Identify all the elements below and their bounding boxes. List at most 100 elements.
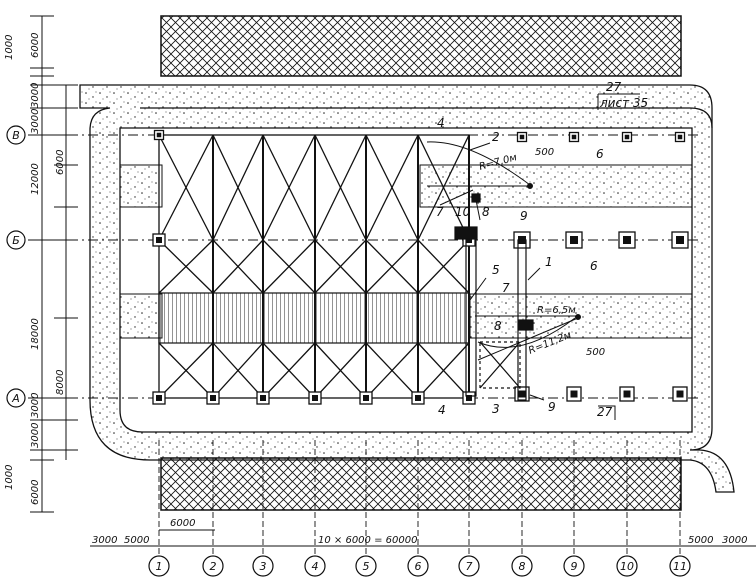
dim-left-3000-c: 3000 xyxy=(30,393,41,418)
callout-7a: 7 xyxy=(436,205,444,219)
dim-left-3000-d: 3000 xyxy=(30,423,41,448)
footing-a-6-core xyxy=(415,395,421,401)
dim-left-6000-mid: 6000 xyxy=(55,150,66,175)
dim-bottom-3000-left: 3000 xyxy=(92,535,117,546)
axis-label-col-4: 4 xyxy=(312,560,319,573)
callout-10: 10 xyxy=(455,205,471,219)
axis-bubble-row-Б xyxy=(6,230,26,250)
axis-label-col-2: 2 xyxy=(210,560,217,573)
dim-left-top-1000: 1000 xyxy=(4,35,15,60)
dim-left-3000-a: 3000 xyxy=(30,83,41,108)
callout-8a: 8 xyxy=(482,205,490,219)
road-inner-edge xyxy=(140,107,713,129)
footing-a-10-core xyxy=(623,390,631,398)
dim-left-18000: 18000 xyxy=(30,318,41,350)
axis-bubble-row-В xyxy=(6,125,26,145)
callout-9a: 9 xyxy=(520,209,528,223)
callout-6a: 6 xyxy=(596,147,604,161)
site-strip-left-top xyxy=(119,164,163,208)
footing-a-3-core xyxy=(260,395,266,401)
axis-grid: 1 2 3 4 5 6 7 8 9 10 11 В Б А xyxy=(6,125,700,577)
dimension-lines xyxy=(30,15,756,547)
axis-bubble-col-10 xyxy=(616,555,638,577)
axis-bubble-col-11 xyxy=(669,555,691,577)
callout-5: 5 xyxy=(492,263,500,277)
sheet-ref: лист 35 xyxy=(599,96,648,110)
dim-left-top-6000: 6000 xyxy=(30,33,41,58)
footing-v-10-core xyxy=(624,134,630,140)
footing-a-11-core xyxy=(676,390,684,398)
dim-bottom-5000-left: 5000 xyxy=(124,535,149,546)
dim-left-12000: 12000 xyxy=(30,163,41,195)
callout-2: 2 xyxy=(492,130,500,144)
dim-bottom-total: 10 × 6000 = 60000 xyxy=(318,535,417,546)
axis-bubble-col-6 xyxy=(407,555,429,577)
axis-label-row-А: А xyxy=(11,392,20,405)
erected-frame xyxy=(158,134,470,399)
footing-b-edge-1-core xyxy=(466,237,472,243)
footing-a-1-core xyxy=(156,395,162,401)
footing-v-1-core xyxy=(156,132,162,138)
axis-bubble-col-8 xyxy=(511,555,533,577)
mounting-crane xyxy=(454,193,534,401)
dim-500-mid: 500 xyxy=(586,347,605,358)
column-footings xyxy=(152,129,689,405)
callout-7b: 7 xyxy=(502,281,510,295)
axis-bubble-col-2 xyxy=(202,555,224,577)
axis-bubble-row-А xyxy=(6,388,26,408)
footing-a-5-core xyxy=(363,395,369,401)
axis-bubble-col-3 xyxy=(252,555,274,577)
callout-3: 3 xyxy=(492,402,500,416)
axis-label-col-6: 6 xyxy=(415,560,422,573)
axis-bubble-col-7 xyxy=(458,555,480,577)
radius-mid-1: R=6,5м xyxy=(537,305,576,316)
axis-label-col-7: 7 xyxy=(466,560,473,573)
footing-b-10-core xyxy=(623,236,631,244)
footing-a-7-core xyxy=(466,395,472,401)
footing-a-4-core xyxy=(312,395,318,401)
storage-area-bottom xyxy=(160,457,682,511)
dim-500-top: 500 xyxy=(535,147,554,158)
dim-left-bot-6000: 6000 xyxy=(30,480,41,505)
crane-track-top xyxy=(419,164,693,208)
axis-label-row-Б: Б xyxy=(12,234,20,247)
callout-1: 1 xyxy=(545,255,553,269)
callout-9b: 9 xyxy=(548,400,556,414)
axis-bubble-col-1 xyxy=(148,555,170,577)
dim-left-bot-1000: 1000 xyxy=(4,465,15,490)
axis-label-col-5: 5 xyxy=(363,560,370,573)
axis-bubble-col-9 xyxy=(563,555,585,577)
callout-6b: 6 xyxy=(590,259,598,273)
roof-panel-strip xyxy=(158,292,470,344)
leader-lines xyxy=(469,93,640,420)
footing-v-11-core xyxy=(677,134,683,140)
footing-b-9-core xyxy=(570,236,578,244)
footing-b-edge-0-core xyxy=(156,237,162,243)
axis-label-col-10: 10 xyxy=(620,560,634,573)
storage-area-top xyxy=(160,15,682,77)
footing-a-2-core xyxy=(210,395,216,401)
callout-4b: 4 xyxy=(438,403,446,417)
dim-bottom-3000-right: 3000 xyxy=(722,535,747,546)
callout-4a: 4 xyxy=(437,116,445,130)
ring-road xyxy=(79,84,735,493)
dim-left-8000: 8000 xyxy=(55,370,66,395)
axis-bubble-col-4 xyxy=(304,555,326,577)
axis-label-row-В: В xyxy=(12,129,20,142)
site-strip-left-mid xyxy=(119,293,163,339)
axis-label-col-11: 11 xyxy=(673,560,687,573)
footing-v-9-core xyxy=(571,134,577,140)
callout-27b: 27 xyxy=(597,405,613,419)
axis-bubble-col-5 xyxy=(355,555,377,577)
axis-label-col-8: 8 xyxy=(519,560,526,573)
footing-v-8-core xyxy=(519,134,525,140)
axis-label-col-9: 9 xyxy=(571,560,578,573)
callout-27a: 27 xyxy=(606,80,622,94)
footing-b-11-core xyxy=(676,236,684,244)
axis-label-col-1: 1 xyxy=(156,560,163,573)
callout-8b: 8 xyxy=(494,319,502,333)
dim-bottom-6000-span: 6000 xyxy=(170,518,195,529)
dim-bottom-5000-right: 5000 xyxy=(688,535,713,546)
axis-label-col-3: 3 xyxy=(260,560,267,573)
